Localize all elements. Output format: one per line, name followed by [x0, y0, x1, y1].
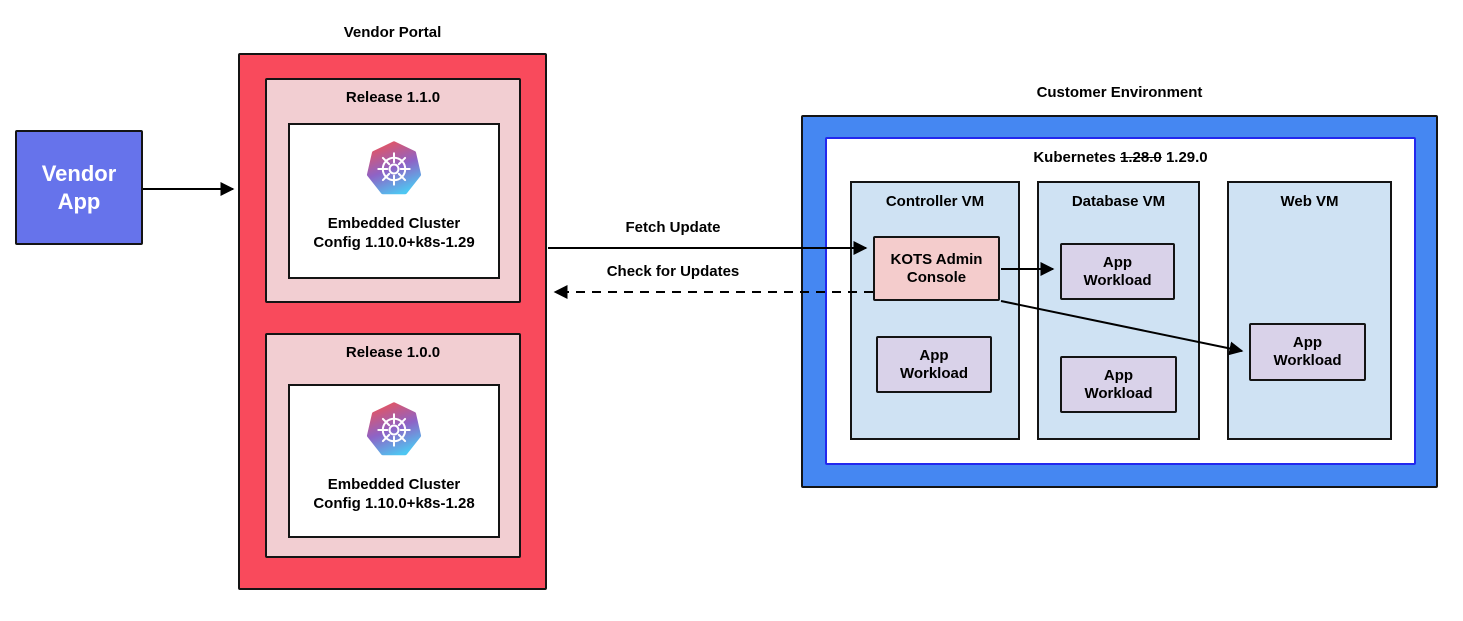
controller-vm-box: Controller VM — [850, 181, 1020, 440]
kubernetes-new-version: 1.29.0 — [1165, 149, 1208, 166]
embedded-cluster-config-card-100: Embedded Cluster Config 1.10.0+k8s-1.28 — [288, 384, 500, 538]
workload-label-line2: Workload — [899, 364, 969, 382]
kubernetes-version-prefix: Kubernetes — [1033, 149, 1116, 166]
kubernetes-icon — [366, 141, 422, 195]
controller-vm-title: Controller VM — [885, 193, 985, 210]
kubernetes-version-label: Kubernetes 1.28.0 1.29.0 — [827, 149, 1414, 166]
workload-label-line1: App — [1103, 366, 1134, 384]
vendor-app-label-line1: Vendor — [41, 160, 117, 186]
release-1-0-0-title: Release 1.0.0 — [345, 344, 441, 361]
workload-label-line1: App — [1292, 334, 1323, 351]
workload-label-line2: Workload — [1083, 271, 1152, 289]
web-vm-title: Web VM — [1280, 193, 1339, 210]
vendor-portal-title: Vendor Portal — [343, 24, 442, 41]
config-line1: Embedded Cluster — [327, 215, 461, 232]
database-vm-title: Database VM — [1071, 193, 1166, 210]
app-workload-box-web: App Workload — [1249, 323, 1366, 381]
workload-label-line2: Workload — [1084, 384, 1153, 402]
release-1-1-0-box: Release 1.1.0 — [265, 78, 521, 303]
customer-environment-title: Customer Environment — [1036, 84, 1203, 101]
workload-label-line1: App — [919, 346, 949, 364]
kots-label-line1: KOTS Admin — [890, 250, 983, 268]
kubernetes-old-version: 1.28.0 — [1120, 149, 1162, 166]
workload-label-line1: App — [1102, 253, 1133, 271]
config-line2: Config 1.10.0+k8s-1.28 — [313, 495, 475, 512]
config-line1: Embedded Cluster — [327, 476, 461, 493]
embedded-cluster-config-card-110: Embedded Cluster Config 1.10.0+k8s-1.29 — [288, 123, 500, 279]
vendor-app-label-line2: App — [57, 188, 101, 214]
workload-label-line2: Workload — [1273, 352, 1342, 369]
kubernetes-icon — [366, 402, 422, 456]
fetch-update-label: Fetch Update — [625, 219, 721, 236]
release-1-0-0-box: Release 1.0.0 — [265, 333, 521, 558]
app-workload-box-database-2: App Workload — [1060, 356, 1177, 413]
kots-label-line2: Console — [906, 268, 967, 286]
check-for-updates-label: Check for Updates — [606, 263, 740, 280]
config-line2: Config 1.10.0+k8s-1.29 — [313, 234, 475, 251]
release-1-1-0-title: Release 1.1.0 — [345, 89, 441, 106]
web-vm-box: Web VM — [1227, 181, 1392, 440]
app-workload-box-database-1: App Workload — [1060, 243, 1175, 300]
kots-admin-console-box: KOTS Admin Console — [873, 236, 1000, 301]
vendor-app-box: Vendor App — [15, 130, 143, 245]
app-workload-box-controller: App Workload — [876, 336, 992, 393]
